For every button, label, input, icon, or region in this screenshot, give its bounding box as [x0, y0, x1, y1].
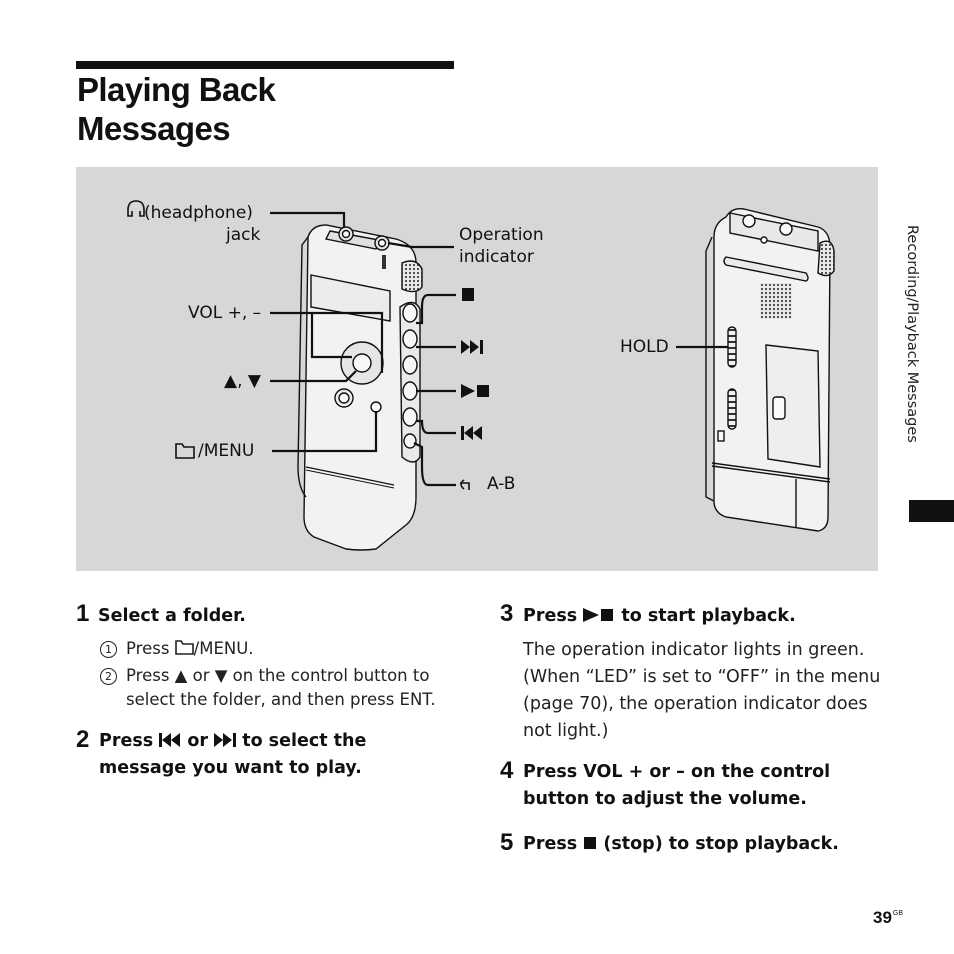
- stop-icon: [584, 837, 597, 849]
- up-down-label: ▲, ▼: [224, 371, 261, 391]
- step-5-heading: Press (stop) to stop playback.: [523, 831, 839, 858]
- step-1-number: 1: [76, 600, 90, 627]
- substep-1-suffix: /MENU.: [193, 639, 254, 658]
- step-4-heading-line2: button to adjust the volume.: [523, 789, 807, 809]
- device-figure: (headphone) jack Operation indicator VOL…: [76, 167, 878, 571]
- step-2-number: 2: [76, 726, 90, 753]
- step-2-head-a: Press: [99, 731, 160, 751]
- headphone-jack-label: (headphone): [144, 203, 253, 223]
- substep-2-marker: 2: [100, 668, 117, 685]
- hold-label: HOLD: [620, 337, 669, 357]
- substep-2-line2: select the folder, and then press ENT.: [126, 690, 436, 709]
- step-5-head-b: (stop) to stop playback.: [597, 834, 839, 854]
- step-3-body-line2: (When “LED” is set to “OFF” in the menu: [523, 667, 881, 687]
- page-title-line2: Messages: [77, 110, 231, 147]
- play-stop-icon: [583, 608, 614, 622]
- step-2-heading: Press or to select the: [99, 728, 366, 755]
- step-3-heading: Press to start playback.: [523, 603, 796, 630]
- operation-indicator-label: Operation: [459, 225, 544, 245]
- step-2-head-c: to select the: [236, 731, 367, 751]
- ab-label: A-B: [487, 474, 516, 494]
- step-2-head-b: or: [181, 731, 215, 751]
- title-rule: [76, 61, 454, 69]
- prev-track-icon: [159, 733, 181, 747]
- operation-indicator-label-2: indicator: [459, 247, 534, 267]
- menu-label: /MENU: [198, 441, 255, 461]
- step-5-head-a: Press: [523, 834, 584, 854]
- page-number: 39GB: [873, 908, 903, 928]
- step-4-heading-line1: Press VOL + or – on the control: [523, 762, 831, 782]
- step-5-number: 5: [500, 829, 514, 856]
- page-number-value: 39: [873, 908, 892, 927]
- front-callouts: [270, 211, 456, 487]
- substep-1-prefix: Press: [126, 639, 175, 658]
- next-track-bar-icon: [480, 340, 483, 354]
- prev-track-icon: [464, 426, 482, 440]
- step-1-heading: Select a folder.: [98, 606, 246, 626]
- step-2-heading-line2: message you want to play.: [99, 758, 362, 778]
- page-number-suffix: GB: [892, 910, 904, 917]
- play-stop-square-icon: [477, 385, 489, 397]
- recorder-front: [297, 224, 423, 551]
- step-3-body-line4: not light.): [523, 721, 609, 741]
- page-title: Playing Back Messages: [77, 70, 276, 148]
- side-tab-label: Recording/Playback Messages: [904, 225, 920, 443]
- play-icon: [461, 384, 475, 398]
- step-3-body-line3: (page 70), the operation indicator does: [523, 694, 868, 714]
- step-4-number: 4: [500, 757, 514, 784]
- device-illustration: [127, 200, 835, 551]
- substep-2-line1: Press ▲ or ▼ on the control button to: [126, 666, 430, 685]
- page-title-line1: Playing Back: [77, 71, 276, 108]
- front-button-symbols: [127, 200, 489, 490]
- headphone-icon: [127, 200, 145, 217]
- repeat-icon: [460, 482, 470, 490]
- vol-label: VOL +, –: [188, 303, 262, 323]
- substep-1-marker: 1: [100, 641, 117, 658]
- next-track-icon: [214, 733, 237, 747]
- recorder-back: [705, 207, 835, 532]
- folder-icon: [175, 443, 195, 459]
- substep-1-text: Press /MENU.: [126, 637, 254, 661]
- step-3-body-line1: The operation indicator lights in green.: [523, 640, 865, 660]
- stop-icon: [462, 288, 474, 301]
- step-3-number: 3: [500, 600, 514, 627]
- headphone-jack-label-2: jack: [226, 225, 261, 245]
- side-tab-marker: [909, 500, 954, 522]
- prev-track-bar-icon: [461, 426, 464, 440]
- folder-icon: [174, 640, 194, 655]
- step-3-head-b: to start playback.: [615, 606, 796, 626]
- step-3-head-a: Press: [523, 606, 584, 626]
- next-track-icon: [461, 340, 479, 354]
